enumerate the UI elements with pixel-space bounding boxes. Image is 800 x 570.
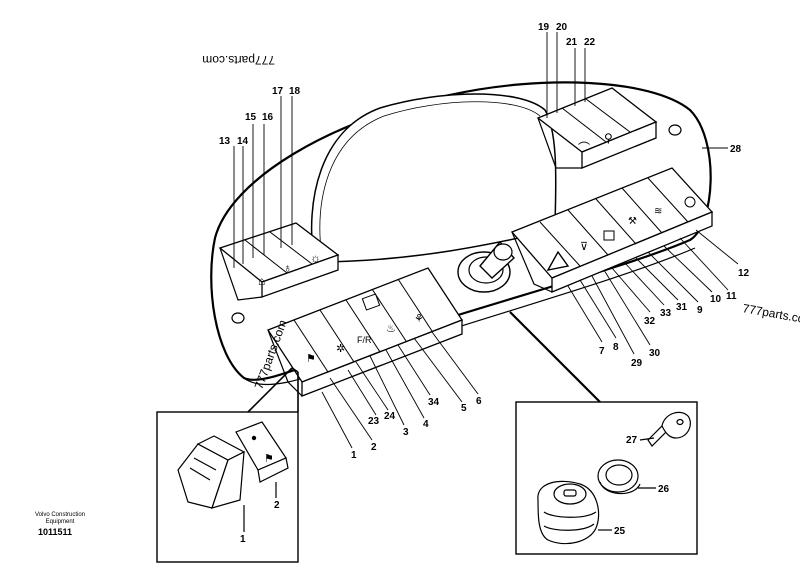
detail-ignition-drawing: [537, 411, 691, 545]
drawing-id: 1011511: [38, 527, 73, 537]
company-name: Volvo Construction Equipment: [26, 512, 94, 526]
callout: 21: [566, 37, 578, 48]
callout: 32: [644, 316, 656, 327]
callout: 15: [245, 112, 257, 123]
callout: 6: [476, 396, 482, 407]
mode-icon: [603, 230, 615, 241]
callout: 8: [613, 342, 619, 353]
callout: 11: [726, 291, 737, 302]
callout: 4: [423, 419, 429, 430]
beacon-icon: ⚑: [306, 353, 316, 365]
company-line-2: Equipment: [45, 519, 75, 525]
callout: 12: [738, 268, 750, 279]
heater-icon: ♨: [386, 323, 396, 335]
watermark: 777parts.com: [202, 53, 275, 67]
callout: 25: [614, 526, 626, 537]
shift-icon: F/R: [357, 335, 372, 345]
callout: 7: [599, 346, 605, 357]
callout: 16: [262, 112, 274, 123]
beacon-icon-detail: ⚑: [264, 453, 274, 465]
callout: 23: [368, 416, 380, 427]
hazard-icon: [546, 250, 570, 271]
cup-icon: ⊽: [580, 241, 588, 253]
callout: 20: [556, 22, 568, 33]
leader-lines: [233, 32, 739, 449]
seat-icon: ⚘: [414, 313, 424, 325]
callout: 26: [658, 484, 670, 495]
callout: 31: [676, 302, 688, 313]
fan-icon: ✲: [336, 343, 345, 355]
callout: 18: [289, 86, 301, 97]
gauge-window-inner: [319, 101, 541, 259]
light-icon: ♁: [283, 261, 292, 275]
hydraulic-icon: ≋: [654, 206, 662, 217]
ignition-switch: [457, 240, 515, 293]
company-line-1: Volvo Construction: [34, 512, 86, 518]
callout: 28: [730, 144, 742, 155]
lamp-icon: ⌂: [258, 274, 265, 288]
callout: 33: [660, 308, 672, 319]
wiper-icon: ⌒: [578, 141, 590, 155]
callout: 1: [240, 534, 246, 545]
callout: 27: [626, 435, 638, 446]
callout: 10: [710, 294, 722, 305]
callout: 29: [631, 358, 643, 369]
callout: 5: [461, 403, 467, 414]
mount-hole-right: [668, 124, 682, 136]
detail-pointer-left: [247, 367, 299, 413]
callout-numbers: 13 14 15 16 17 18 19 20 21 22 28 1 2 23 …: [219, 22, 750, 545]
washer-icon: ⚲: [604, 131, 613, 145]
switch-block-19-22: ⌒ ⚲: [536, 87, 658, 169]
switch-block-7-33: ⊽ ⚒ ≋: [510, 167, 714, 293]
callout: 9: [697, 305, 703, 316]
callout: 14: [237, 136, 249, 147]
pump-icon: ⚒: [628, 216, 637, 227]
mount-hole-left: [231, 312, 245, 324]
callout: 19: [538, 22, 550, 33]
switch-block-13-18: ⌂ ♁ ☼: [218, 222, 340, 301]
callout: 13: [219, 136, 231, 147]
parking-brake-icon: [684, 196, 696, 208]
callout: 1: [351, 450, 357, 461]
callout: 22: [584, 37, 596, 48]
switch-block-1-6: ⚑ ✲ F/R ♨ ⚘: [267, 267, 463, 397]
watermark: 777parts.com: [741, 301, 800, 327]
callout: 34: [428, 397, 440, 408]
detail-pointer-right: [509, 311, 601, 403]
callout: 17: [272, 86, 284, 97]
callout: 30: [649, 348, 661, 359]
callout: 24: [384, 411, 396, 422]
callout: 2: [371, 442, 377, 453]
detail-switch-drawing: ⚑: [177, 421, 289, 532]
gauge-window: [310, 93, 557, 263]
callout: 2: [274, 500, 280, 511]
work-light-icon: ☼: [310, 251, 321, 265]
callout: 3: [403, 427, 409, 438]
